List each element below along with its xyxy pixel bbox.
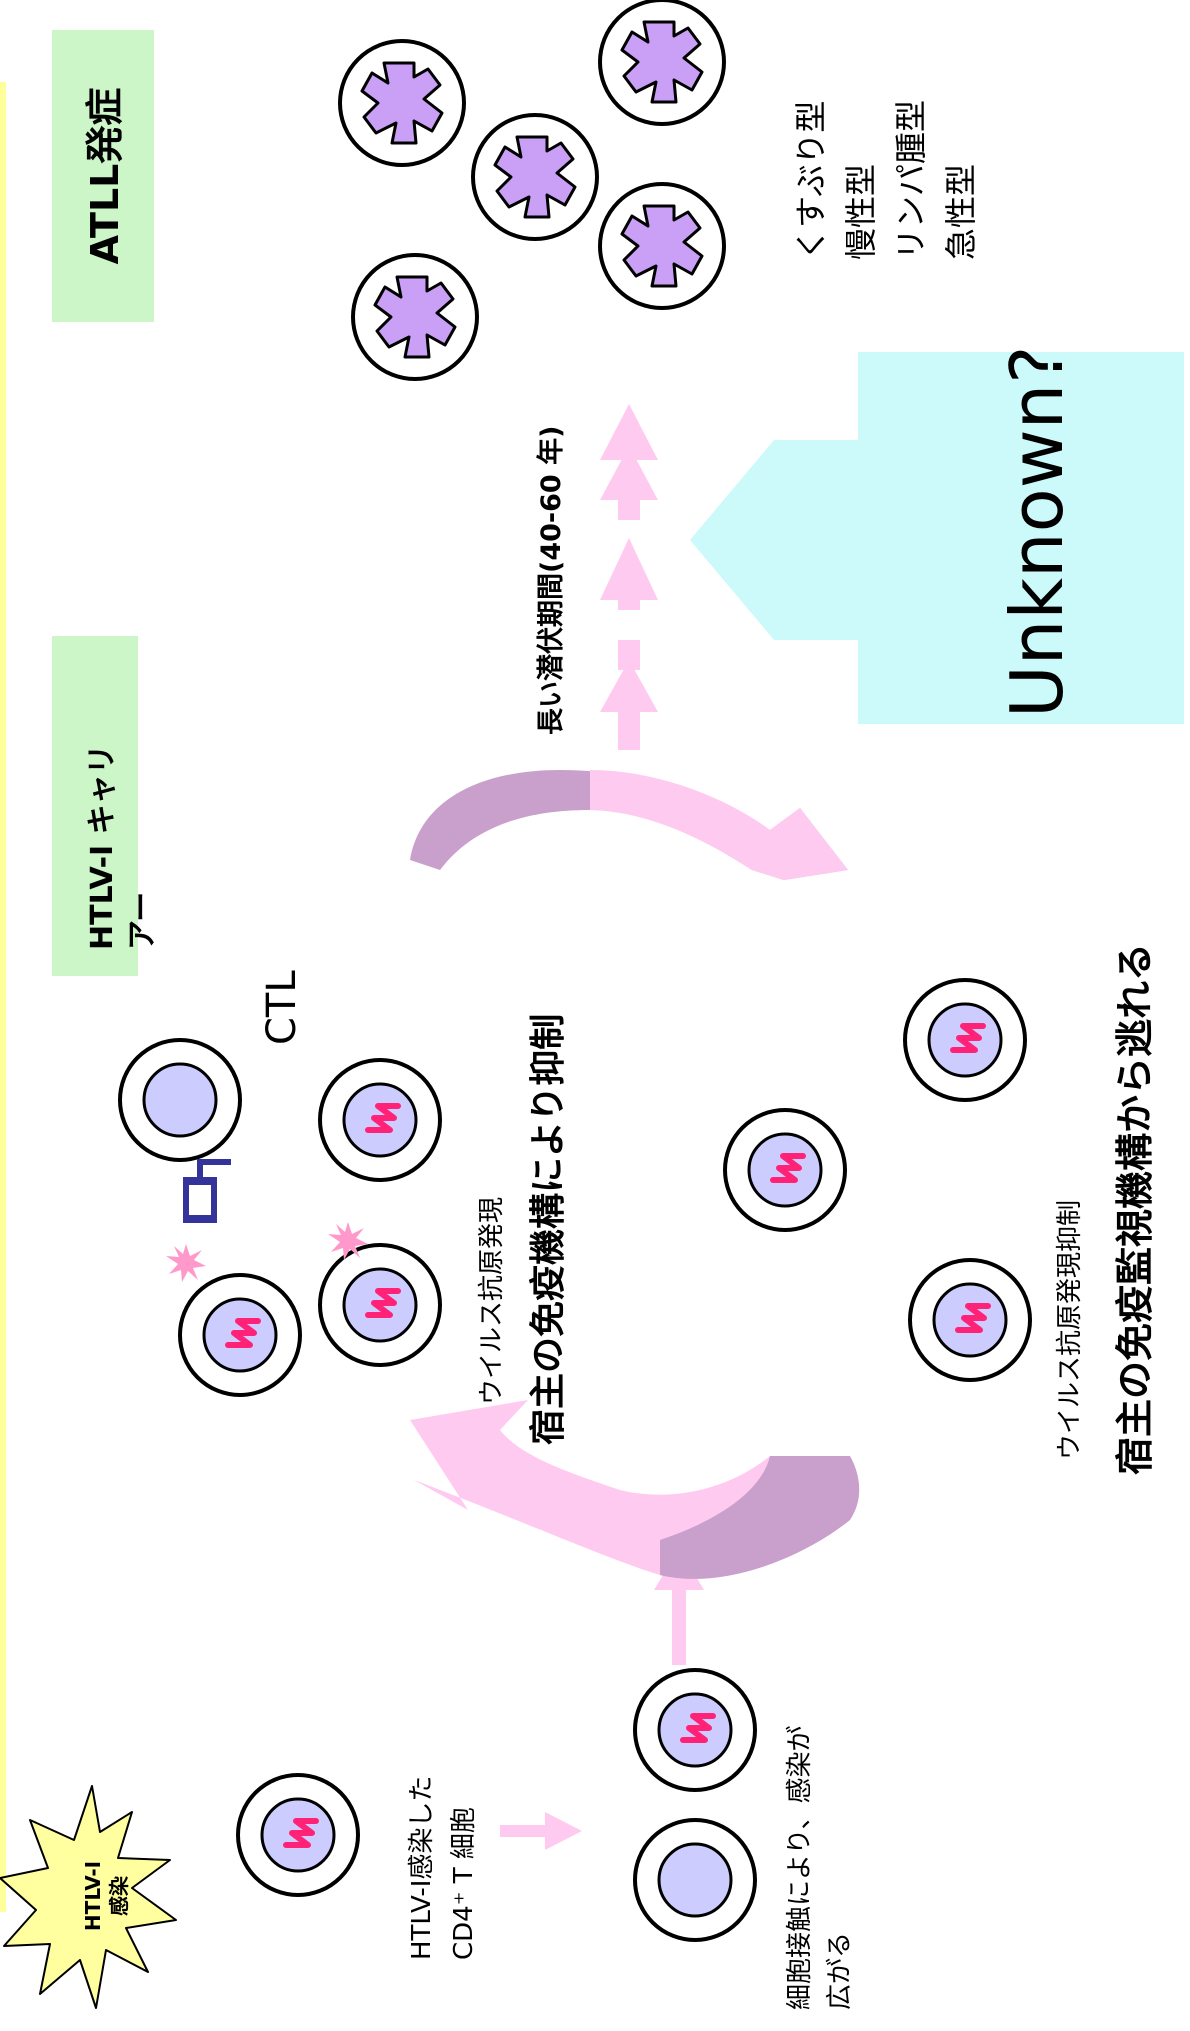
infection-badge: HTLV-I 感染	[0, 1785, 177, 2009]
carrier-stage-box	[52, 636, 138, 976]
unknown-label: Unknown?	[995, 346, 1079, 718]
antigen-suppression-label: ウイルス抗原発現抑制	[1055, 1200, 1085, 1460]
atll-type-list: くすぶり型 慢性型 リンパ腫型 急性型	[792, 100, 980, 260]
infected-cell-contact	[635, 1670, 755, 1790]
latency-arrows	[600, 404, 658, 750]
ctl-cell	[118, 1038, 242, 1162]
atll-stage-label: ATLL発症	[83, 88, 127, 265]
infected-cell-label-line1: HTLV-I感染した	[407, 1776, 437, 1960]
ctl-label: CTL	[259, 970, 305, 1045]
atll-type-4: 急性型	[942, 164, 980, 260]
infected-cd4-cell	[238, 1775, 358, 1895]
atll-cell-2	[598, 0, 726, 126]
infection-badge-line1: HTLV-I	[81, 1861, 105, 1931]
infected-cell-label-line2: CD4⁺ T 細胞	[449, 1807, 479, 1960]
spread-label-line1: 細胞接触により、感染が	[785, 1726, 815, 2010]
atll-cell-3	[471, 113, 599, 241]
antigen-expressing-cell-1	[180, 1275, 300, 1395]
starburst-icon	[0, 1785, 177, 2009]
antigen-expression-label: ウイルス抗原発現	[477, 1197, 507, 1405]
infection-badge-line2: 感染	[107, 1875, 131, 1916]
immune-suppression-label: 宿主の免疫機構により抑制	[528, 1014, 569, 1445]
immune-escape-label: 宿主の免疫監視機構から逃れる	[1113, 943, 1157, 1475]
atll-type-3: リンパ腫型	[892, 100, 930, 260]
cycle-arrow-upper	[410, 770, 848, 880]
antigen-expressing-cell-2	[320, 1245, 440, 1365]
timeline-bar	[0, 82, 6, 1912]
atll-cell-5	[598, 182, 726, 310]
unknown-box	[858, 352, 1184, 724]
suppressed-cell-1	[725, 1110, 845, 1230]
atll-cell-1	[338, 39, 466, 167]
ctl-receptor	[183, 1159, 231, 1223]
atll-stage-box	[52, 30, 154, 322]
atll-type-1: くすぶり型	[792, 101, 830, 260]
uninfected-cell-contact	[633, 1818, 757, 1942]
spread-label-line2: 広がる	[825, 1932, 855, 2010]
suppressed-cell-3	[905, 980, 1025, 1100]
cycle-arrow-lower	[410, 1400, 860, 1579]
antigen-expressing-cell-3	[320, 1060, 440, 1180]
carrier-stage-label-line1: HTLV-I キャリ	[85, 744, 120, 950]
antigen-burst-1	[166, 1244, 206, 1282]
latency-label: 長い潜伏期間(40-60 年)	[535, 426, 567, 735]
atll-cell-4	[351, 253, 479, 381]
spread-arrow	[500, 1812, 582, 1850]
carrier-stage-label-line2: アー	[125, 892, 160, 950]
atll-type-2: 慢性型	[842, 164, 880, 260]
suppressed-cell-2	[910, 1260, 1030, 1380]
